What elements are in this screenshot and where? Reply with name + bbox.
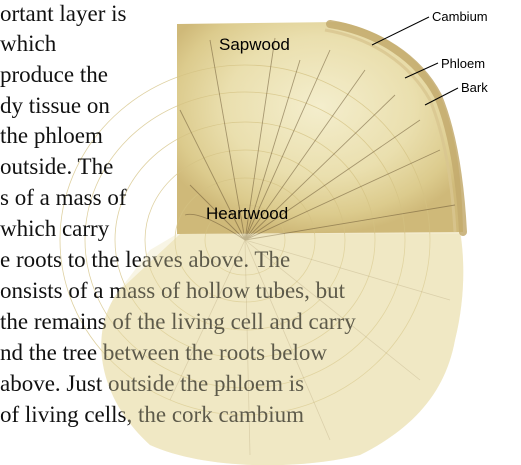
body-text-line-7: s of a mass of xyxy=(0,184,126,212)
body-text-line-9: e roots to the leaves above. The xyxy=(0,246,290,274)
heartwood-label: Heartwood xyxy=(206,204,288,224)
body-text-line-4: dy tissue on xyxy=(0,92,110,120)
body-text-line-1: ortant layer is xyxy=(0,0,126,28)
body-text-line-3: produce the xyxy=(0,61,108,89)
body-text-line-12: nd the tree between the roots below xyxy=(0,339,327,367)
sapwood-label: Sapwood xyxy=(219,35,290,55)
body-text-line-14: of living cells, the cork cambium xyxy=(0,401,304,429)
body-text-line-2: which xyxy=(0,30,56,58)
bark-label: Bark xyxy=(461,80,488,95)
body-text-line-6: outside. The xyxy=(0,153,113,181)
phloem-label: Phloem xyxy=(441,56,485,71)
body-text-line-5: the phloem xyxy=(0,122,103,150)
body-text-line-13: above. Just outside the phloem is xyxy=(0,370,304,398)
cambium-label: Cambium xyxy=(432,9,488,24)
body-text-line-11: the remains of the living cell and carry xyxy=(0,308,356,336)
body-text-line-10: onsists of a mass of hollow tubes, but xyxy=(0,277,345,305)
cambium-leader xyxy=(372,17,429,45)
body-text-line-8: which carry xyxy=(0,215,109,243)
